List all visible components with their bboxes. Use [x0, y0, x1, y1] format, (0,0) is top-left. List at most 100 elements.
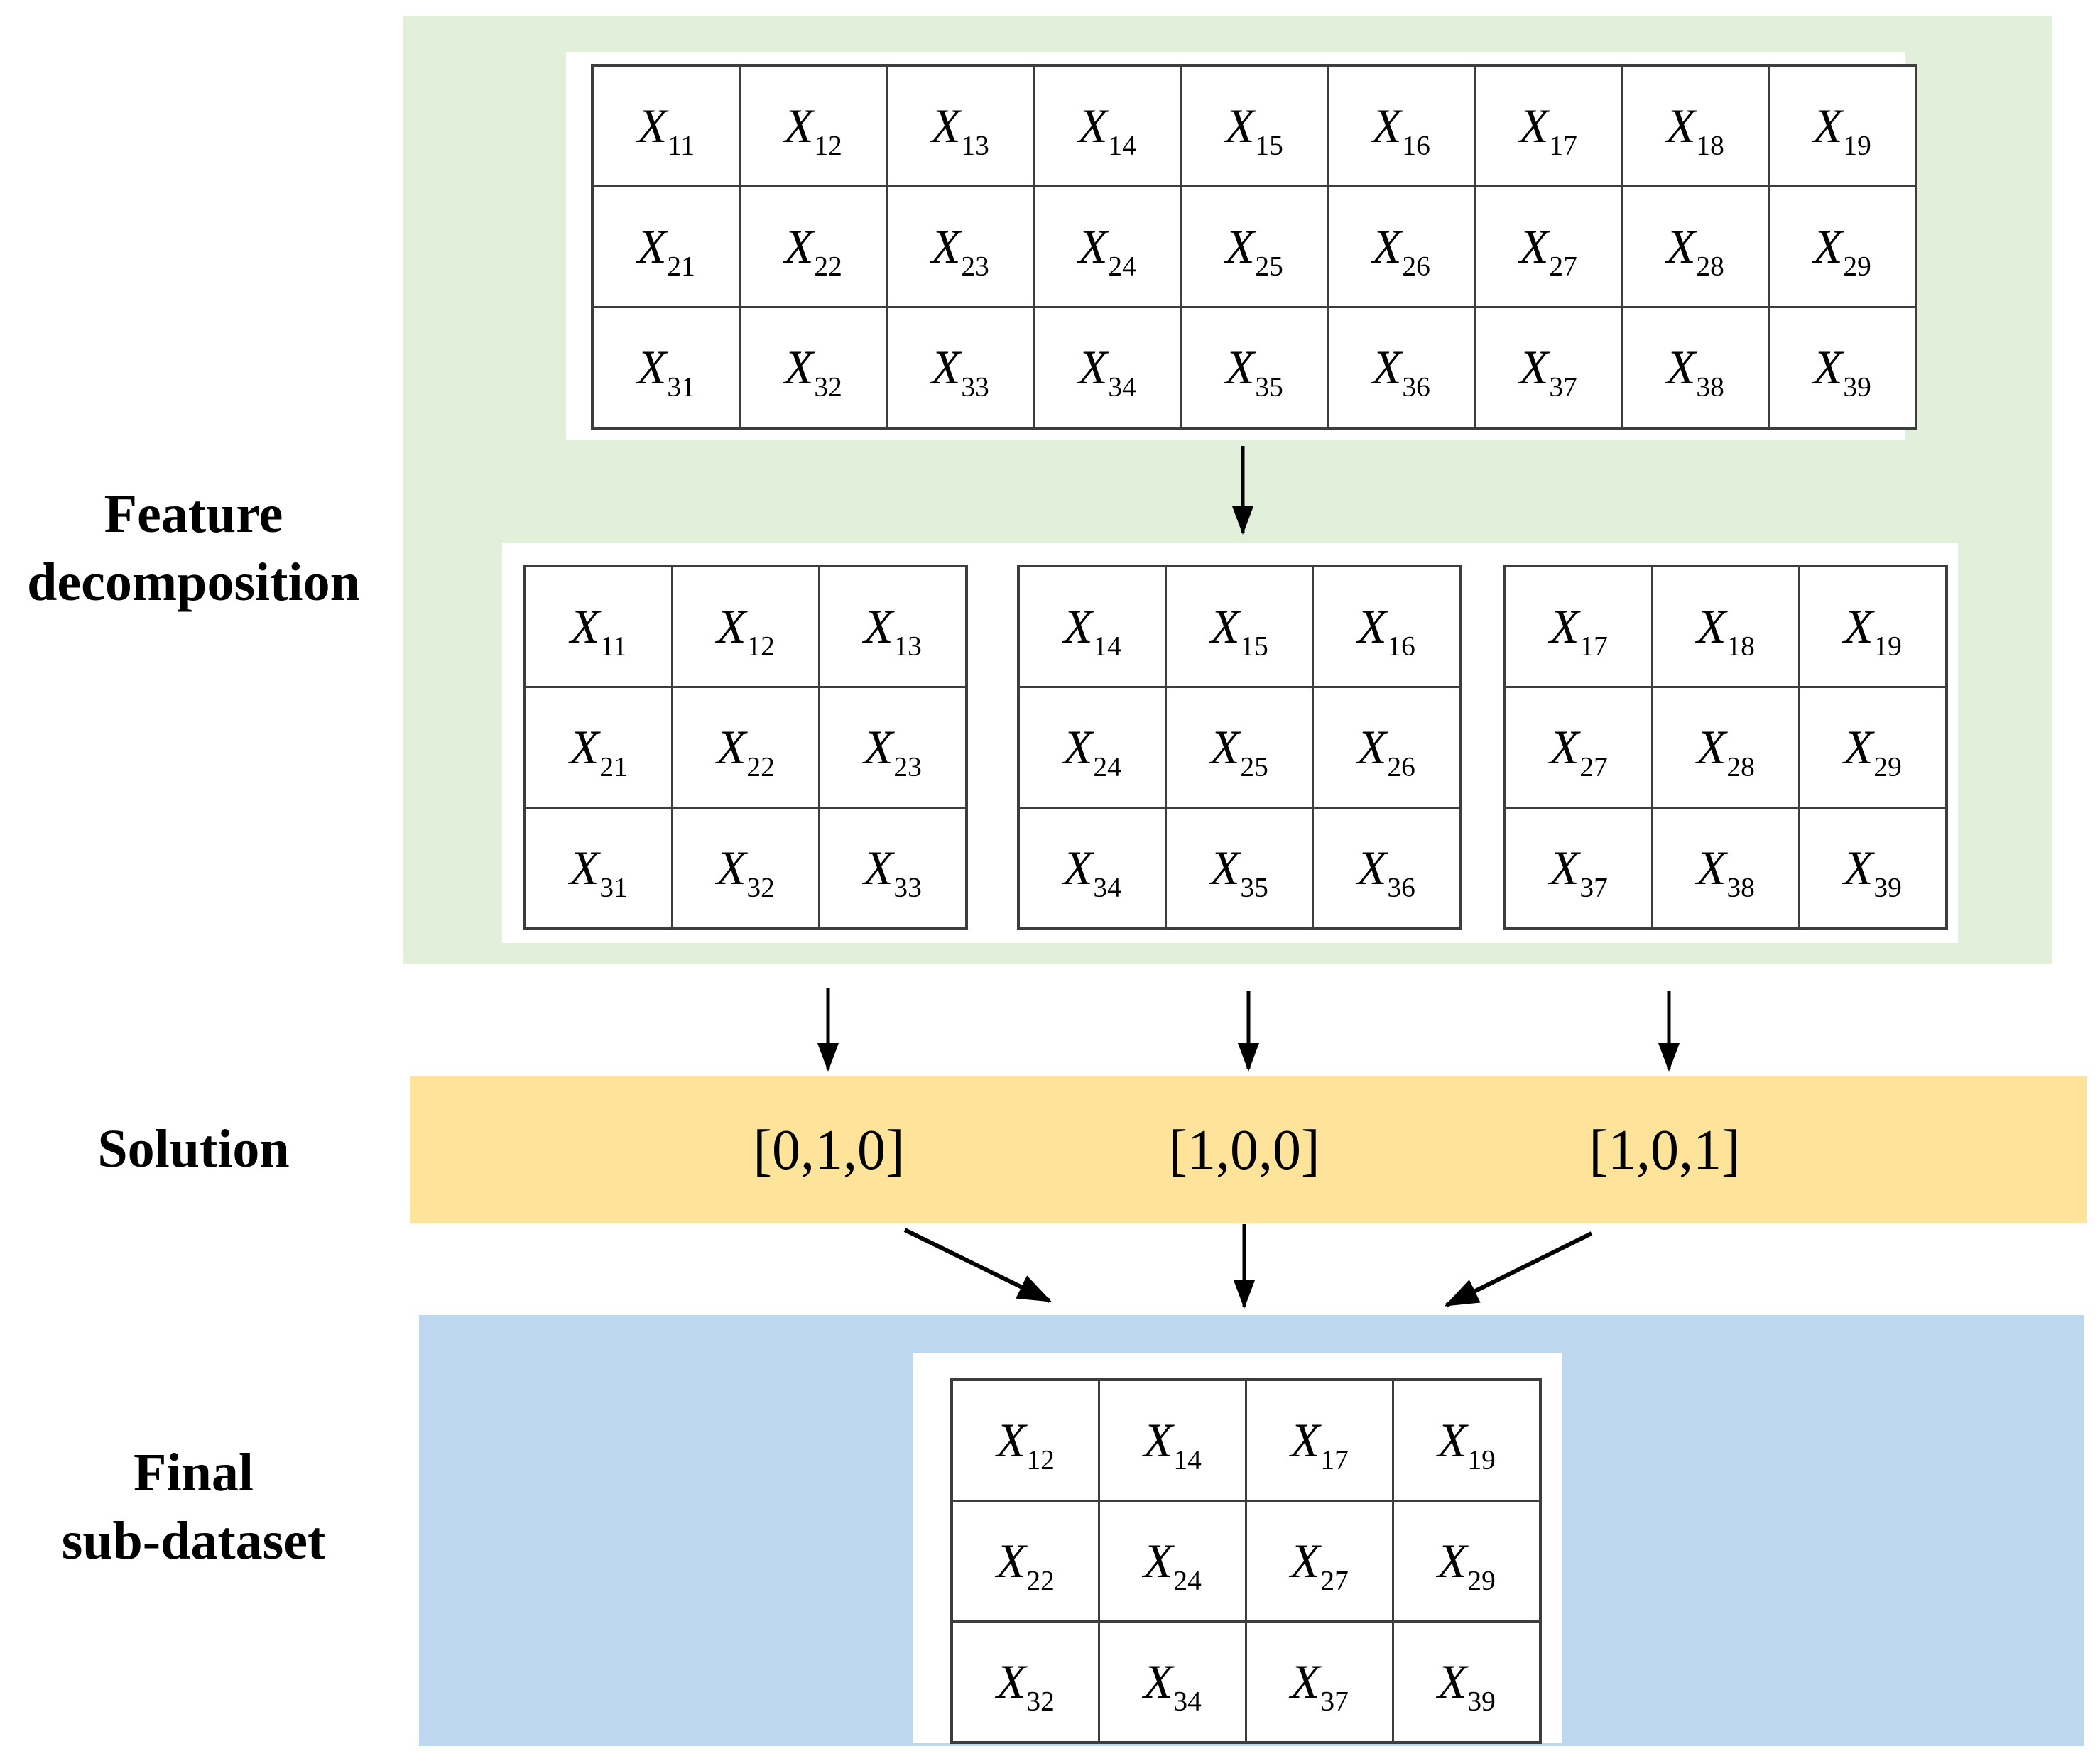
matrix-cell-X19: X19: [1392, 1378, 1542, 1502]
matrix-cell-X35: X35: [1180, 306, 1329, 430]
matrix-cell-X15: X15: [1180, 64, 1329, 187]
matrix-cell-X36: X36: [1312, 807, 1462, 930]
solution-vector-1: [0,1,0]: [753, 1119, 905, 1182]
matrix-cell-X25: X25: [1165, 686, 1314, 809]
matrix-cell-X26: X26: [1327, 185, 1476, 308]
merge-left-arrow: [903, 1228, 1052, 1303]
matrix-cell-X14: X14: [1017, 565, 1167, 688]
matrix-cell-X16: X16: [1312, 565, 1462, 688]
solution-vector-2: [1,0,0]: [1168, 1119, 1320, 1182]
matrix-cell-X13: X13: [886, 64, 1035, 187]
matrix-cell-X15: X15: [1165, 565, 1314, 688]
matrix-cell-X12: X12: [950, 1378, 1100, 1502]
matrix-cell-X22: X22: [739, 185, 888, 308]
solution-stage-panel: [410, 1076, 2087, 1223]
matrix-cell-X33: X33: [886, 306, 1035, 430]
matrix-cell-X16: X16: [1327, 64, 1476, 187]
final-sub-dataset-label: Final sub-dataset: [0, 1439, 387, 1575]
solution-label: Solution: [0, 1115, 387, 1183]
matrix-cell-X39: X39: [1798, 807, 1948, 930]
matrix-cell-X34: X34: [1017, 807, 1167, 930]
feature-decomposition-label-line1: Feature: [104, 484, 283, 544]
matrix-cell-X24: X24: [1017, 686, 1167, 809]
matrix-cell-X14: X14: [1033, 64, 1182, 187]
matrix-cell-X21: X21: [591, 185, 741, 308]
matrix-cell-X12: X12: [671, 565, 820, 688]
matrix-cell-X14: X14: [1098, 1378, 1247, 1502]
matrix-cell-X17: X17: [1245, 1378, 1394, 1502]
matrix-cell-X11: X11: [523, 565, 673, 688]
matrix-cell-X31: X31: [523, 807, 673, 930]
matrix-cell-X17: X17: [1503, 565, 1653, 688]
matrix-cell-X12: X12: [739, 64, 888, 187]
matrix-cell-X27: X27: [1245, 1500, 1394, 1623]
matrix-cell-X32: X32: [739, 306, 888, 430]
matrix-cell-X22: X22: [671, 686, 820, 809]
matrix-cell-X39: X39: [1768, 306, 1917, 430]
matrix-cell-X29: X29: [1798, 686, 1948, 809]
matrix-cell-X35: X35: [1165, 807, 1314, 930]
matrix-cell-X32: X32: [671, 807, 820, 930]
matrix-cell-X22: X22: [950, 1500, 1100, 1623]
matrix-cell-X29: X29: [1768, 185, 1917, 308]
matrix-cell-X27: X27: [1503, 686, 1653, 809]
matrix-cell-X39: X39: [1392, 1620, 1542, 1744]
matrix-cell-X25: X25: [1180, 185, 1329, 308]
matrix-cell-X36: X36: [1327, 306, 1476, 430]
matrix-cell-X26: X26: [1312, 686, 1462, 809]
solution-label-line1: Solution: [97, 1119, 290, 1179]
matrix-cell-X37: X37: [1474, 306, 1623, 430]
matrix-cell-X24: X24: [1033, 185, 1182, 308]
final-sub-dataset-label-line1: Final: [134, 1443, 254, 1503]
matrix-cell-X27: X27: [1474, 185, 1623, 308]
matrix-cell-X19: X19: [1798, 565, 1948, 688]
matrix-cell-X23: X23: [886, 185, 1035, 308]
matrix-cell-X21: X21: [523, 686, 673, 809]
matrix-cell-X37: X37: [1503, 807, 1653, 930]
matrix-cell-X24: X24: [1098, 1500, 1247, 1623]
merge-right-arrow: [1444, 1231, 1593, 1307]
matrix-cell-X34: X34: [1033, 306, 1182, 430]
matrix-cell-X17: X17: [1474, 64, 1623, 187]
matrix-cell-X37: X37: [1245, 1620, 1394, 1744]
solution-vector-3: [1,0,1]: [1589, 1119, 1741, 1182]
matrix-cell-X34: X34: [1098, 1620, 1247, 1744]
matrix-cell-X29: X29: [1392, 1500, 1542, 1623]
matrix-cell-X33: X33: [818, 807, 968, 930]
matrix-cell-X18: X18: [1621, 64, 1770, 187]
matrix-cell-X11: X11: [591, 64, 741, 187]
matrix-cell-X28: X28: [1621, 185, 1770, 308]
matrix-cell-X38: X38: [1651, 807, 1800, 930]
matrix-cell-X13: X13: [818, 565, 968, 688]
matrix-cell-X28: X28: [1651, 686, 1800, 809]
matrix-cell-X19: X19: [1768, 64, 1917, 187]
final-sub-dataset-label-line2: sub-dataset: [61, 1511, 326, 1571]
matrix-cell-X32: X32: [950, 1620, 1100, 1744]
